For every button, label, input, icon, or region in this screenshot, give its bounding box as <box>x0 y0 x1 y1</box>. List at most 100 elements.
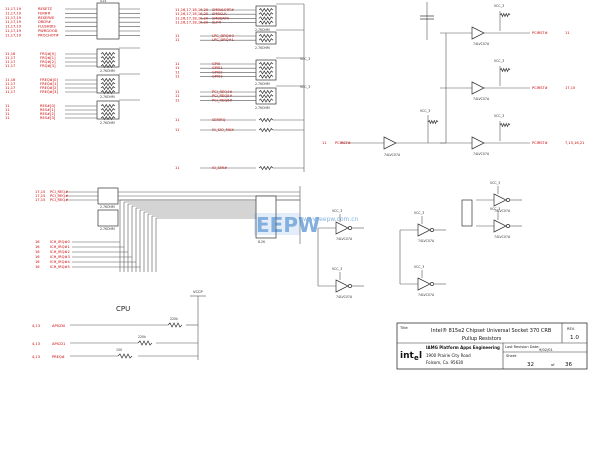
cluster-ref: 17,15 <box>35 190 45 194</box>
right-net: PCIRST# <box>532 86 548 90</box>
mid-resistor <box>258 61 274 67</box>
left-top-net: PWRGOOD <box>38 29 58 33</box>
buffer-ic-box <box>96 2 120 40</box>
right-input-ref: 11 <box>322 141 327 145</box>
cluster-pack-1-value: 2.7KOHM <box>100 205 115 209</box>
gate-d-triangle <box>417 277 431 291</box>
left-top-net: FLUSHDIS <box>38 25 56 29</box>
right-port: 11 <box>565 31 570 35</box>
rpack-resistor <box>100 111 116 117</box>
right-buffer-ic: 74LVC07A <box>473 152 490 156</box>
mid-resistor <box>258 12 274 17</box>
rpack-net: FREQ#[0] <box>40 78 58 82</box>
ich-net: ICH_IRQ#1 <box>50 245 70 249</box>
gate-b-triangle <box>335 279 349 293</box>
gate-b-bubble <box>348 284 352 288</box>
misc-resistor <box>258 127 274 133</box>
gate-f-vcc: VCC_3 <box>490 207 500 211</box>
title-block-frame <box>396 322 588 370</box>
rpack-resistor <box>100 115 116 121</box>
mid-resistor <box>258 20 274 25</box>
rpack-net: RES#[2] <box>40 112 56 116</box>
gate-f-triangle <box>493 219 507 233</box>
right-vcc: VCC_3 <box>494 114 504 118</box>
rpack-ref: 11,17 <box>5 90 15 94</box>
ich-ref: 16 <box>35 240 40 244</box>
lower-gates: 74LVC07AVCC_374LVC07AVCC_374LVC07AVCC_37… <box>317 181 522 299</box>
mid-resistor <box>258 33 274 39</box>
ich-ref: 16 <box>35 245 40 249</box>
mid-resistor <box>258 7 274 13</box>
mid-right-vcc: VCC_3 <box>300 57 310 61</box>
rpack-value: 2.7KOHM <box>100 95 115 99</box>
company-address-2: Folsom, Ca. 95630 <box>426 360 464 365</box>
gate-e-bubble <box>506 198 510 202</box>
left-top-ref: 11,17,19 <box>5 33 22 37</box>
left-top-net: FERR# <box>38 11 50 15</box>
rpack-box <box>96 74 120 94</box>
mid-rpack-value: 2.7KOHM <box>255 82 270 86</box>
rpack-value: 2.7KOHM <box>100 121 115 125</box>
logo-e: e <box>414 354 419 362</box>
right-buffer-triangle <box>471 26 485 40</box>
cluster-pack-1 <box>97 187 119 205</box>
cluster-pack-2-value: 2.7KOHM <box>100 227 115 231</box>
title-line2: Pullup Resistors <box>462 336 502 342</box>
mid-ref: 11 <box>175 75 180 79</box>
right-input-buffer <box>383 136 397 150</box>
gate-a-ic: 74LVC07A <box>336 237 353 241</box>
last-rev-label: Last Revision Date: <box>505 345 540 349</box>
rpack-box <box>96 100 120 120</box>
left-top-ref: 11,17,19 <box>5 20 22 24</box>
mid-ref: 11 <box>175 34 180 38</box>
rpack-net: FREQ#[2] <box>40 86 58 90</box>
rev-label: REV. <box>567 327 575 331</box>
misc-resistor <box>258 117 274 123</box>
mid-resistor <box>258 89 274 95</box>
cpu-resistor-2 <box>137 340 153 346</box>
cluster-right-value: 8.2K <box>258 240 266 244</box>
mid-ref: 11 <box>175 98 180 102</box>
cpu-r2-value: 220k <box>138 335 146 339</box>
cpu-r3-value: 150 <box>116 348 122 352</box>
rpack-net: FREQ#[1] <box>40 82 58 86</box>
rpack-net: RES#[1] <box>40 108 56 112</box>
of-label: of <box>551 363 555 367</box>
ich-net: ICH_IRQ#2 <box>50 250 70 254</box>
rpack-resistor <box>100 77 116 83</box>
right-side-buffers: VCC_374LVC07APCIRST#11VCC_374LVC07APCIRS… <box>322 2 584 157</box>
rpack-net: RES#[3] <box>40 116 56 120</box>
cluster-right-pack <box>255 195 277 239</box>
watermark: EEPW www.eepw.com.cn <box>254 213 359 237</box>
ich-ref: 16 <box>35 255 40 259</box>
rpack-ref: 11 <box>5 104 10 108</box>
cpu-signal-apicd1: APICD1 <box>52 342 65 346</box>
rpack-resistor <box>100 85 116 91</box>
rpack-resistor <box>100 63 116 69</box>
rev-value: 1.0 <box>570 335 579 341</box>
ich-ref: 16 <box>35 250 40 254</box>
rpack-resistor <box>100 81 116 87</box>
right-input-ic: 74LVC07A <box>384 153 401 157</box>
ich-ref: 16 <box>35 265 40 269</box>
rpack-net: RES#[0] <box>40 104 56 108</box>
rpack-ref: 11 <box>5 116 10 120</box>
right-net: PCIRST# <box>532 141 548 145</box>
right-buffer-triangle <box>471 136 485 150</box>
gate-c-bubble <box>430 228 434 232</box>
rpack-ref: 11,16 <box>5 52 16 56</box>
buffer-ic-ref: U24 <box>100 0 106 3</box>
gate-d-vcc: VCC_3 <box>414 265 424 269</box>
right-port: 7,15,16,21 <box>565 141 584 145</box>
gate-c-triangle <box>417 223 431 237</box>
sheet-label: Sheet <box>506 354 517 358</box>
misc-ref: 11 <box>175 118 180 122</box>
intel-logo: int e l <box>400 351 422 362</box>
mid-ref: 11,16,17,18,19,20 <box>175 8 209 12</box>
watermark-site: www.eepw.com.cn <box>303 216 359 223</box>
